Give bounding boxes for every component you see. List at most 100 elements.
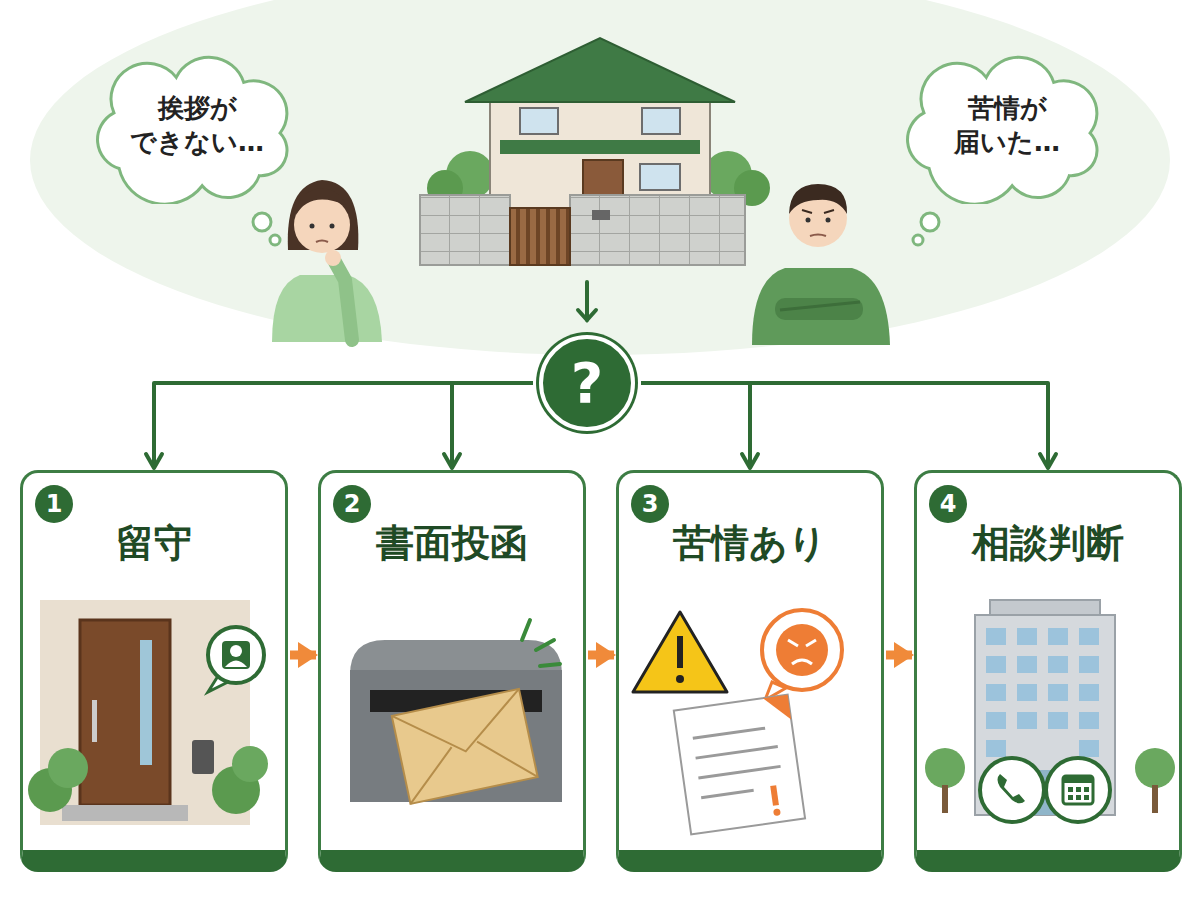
calendar-icon [1068,787,1089,800]
office-illustration [925,600,1175,822]
door-illustration [232,746,268,782]
office-window [986,712,1006,729]
house [640,164,680,190]
office-window [1048,712,1068,729]
complaint-illustration [763,695,791,723]
step-number: 3 [631,485,669,523]
woman-figure [330,224,335,229]
office-window [1079,628,1099,645]
woman-figure [272,275,382,342]
complaint-illustration [776,624,828,676]
house [500,140,700,154]
complaint-illustration [693,727,784,798]
woman-figure [272,180,382,342]
house [520,108,558,134]
flow-arrow [290,651,316,660]
office-window [1048,684,1068,701]
complaint-illustration [677,636,683,668]
woman-figure [325,250,341,266]
step-card: 2書面投函 [318,470,586,872]
step-number: 2 [333,485,371,523]
thought-bubble: 苦情が 届いた… [898,52,1116,204]
step-number: 4 [929,485,967,523]
calendar-icon [1084,795,1089,800]
office-window [1017,684,1037,701]
house [420,38,770,265]
door-illustration [208,627,264,683]
mailbox-illustration [350,620,562,804]
down-arrow [585,282,589,320]
thought-tail [913,235,923,245]
door-illustration [92,700,97,742]
step-number: 1 [35,485,73,523]
branch-arrow [641,383,750,468]
man-figure [780,302,860,310]
question-circle: ? [539,335,635,431]
house [490,95,710,210]
backdrop-blob [30,0,1170,355]
house [570,195,745,265]
door-illustration [230,645,242,657]
thought-bubble: 挨拶が できない… [88,52,306,204]
thought-tail [253,213,271,231]
thought-tail [921,213,939,231]
office-window [1079,740,1099,757]
house [510,208,570,265]
man-figure [752,268,890,345]
office-window [986,628,1006,645]
man-figure [752,184,890,345]
flow-arrow [588,651,614,660]
mailbox-illustration [392,689,538,804]
office-illustration [1152,785,1158,813]
complaint-illustration [633,612,727,692]
office-window [986,740,1006,757]
step-title: 留守 [23,521,285,567]
calendar-icon [1076,787,1081,792]
calendar-icon [1068,795,1073,800]
office-illustration [998,774,1026,803]
complaint-illustration [633,610,842,834]
step-card: 3苦情あり [616,470,884,872]
office-illustration [925,748,965,788]
woman-figure [296,188,346,215]
man-figure [806,218,811,223]
house [592,210,610,220]
door-illustration [222,641,250,669]
question-mark: ? [571,355,603,411]
cloud-outline [98,57,288,204]
mailbox-illustration [350,640,562,675]
calendar-icon [1076,795,1081,800]
complaint-illustration [770,785,779,806]
door-illustration [192,740,214,774]
office-window [1017,656,1037,673]
man-figure [802,210,834,213]
complaint-illustration [773,808,781,816]
door-illustration [48,748,88,788]
office-window [1048,628,1068,645]
office-window [1017,712,1037,729]
flow-arrow [886,651,912,660]
office-illustration [1135,748,1175,788]
complaint-illustration [788,640,816,646]
office-illustration [1046,758,1110,822]
down-arrow [578,310,596,320]
step-title: 相談判断 [917,521,1179,567]
complaint-illustration [792,660,812,664]
man-figure [775,298,863,320]
branch-arrow [641,383,1048,468]
office-window [1079,656,1099,673]
complaint-illustration [762,610,842,690]
office-window [1048,656,1068,673]
thought-text: 挨拶が できない… [118,92,276,160]
calendar-icon [1068,787,1073,792]
man-figure [826,218,831,223]
office-window [986,656,1006,673]
office-illustration [980,758,1044,822]
calendar-icon [1084,787,1089,792]
office-window [986,684,1006,701]
thought-text: 苦情が 届いた… [928,92,1086,160]
woman-figure [335,262,352,340]
office-window [986,628,1099,757]
woman-figure [310,224,315,229]
